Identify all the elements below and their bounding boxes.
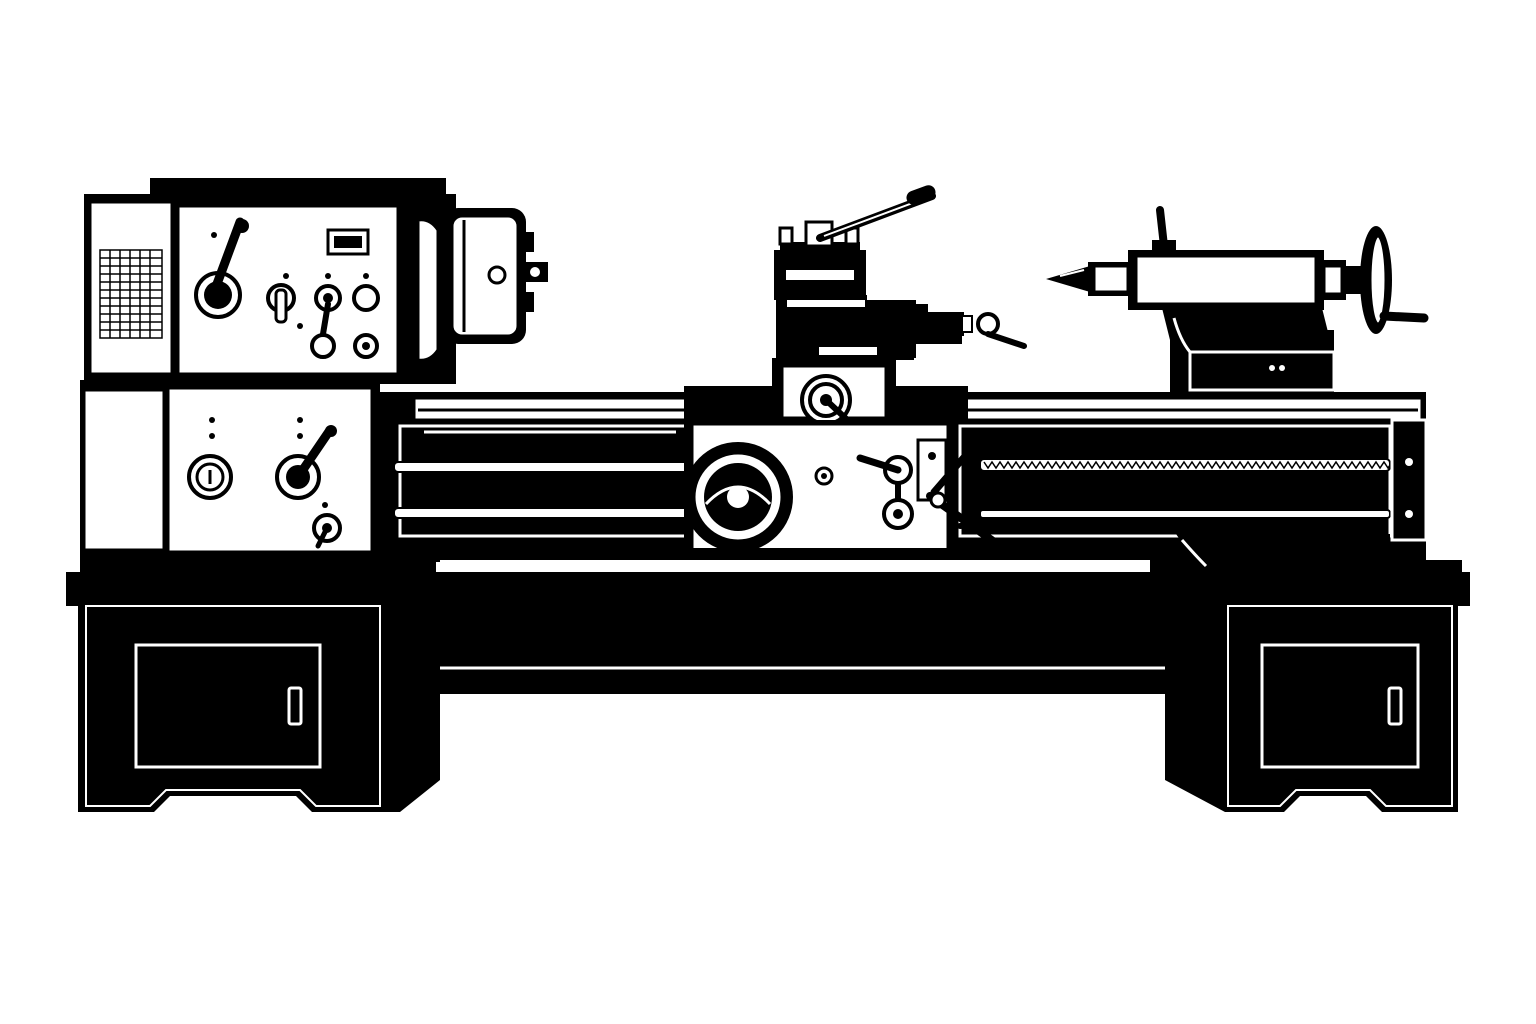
tool-post-handle-grip [906, 185, 936, 205]
display-window-inner [334, 236, 362, 248]
indicator-dot-1 [211, 232, 217, 238]
compound-screw-cap [961, 315, 973, 333]
indicator-dot-4 [363, 273, 369, 279]
tailstock-quill-face [1092, 264, 1130, 294]
right-cabinet [1165, 600, 1458, 812]
compound-handle [985, 331, 1027, 349]
end-bracket [1390, 418, 1428, 542]
live-center-highlight [1059, 269, 1085, 277]
tailstock-rear-hub-face [1322, 264, 1344, 296]
left-bed-foot [372, 540, 440, 562]
apron-handwheel-spoke [704, 485, 772, 506]
tool-post-handle-inner [823, 197, 927, 237]
gearbox-side-panel [82, 388, 166, 552]
right-bed-foot [1176, 534, 1390, 568]
gearbox-dot-3 [297, 417, 303, 423]
lead-screw-threads [983, 460, 1425, 470]
compound-screw [920, 312, 964, 336]
headstock [80, 178, 456, 560]
chuck-center [530, 267, 540, 277]
left-cabinet-door [134, 643, 322, 769]
spindle-and-chuck [400, 208, 548, 376]
half-nut-lever-pivot [929, 491, 947, 509]
apron-base [684, 548, 956, 560]
speed-chart [99, 249, 163, 339]
indicator-dot-5 [297, 323, 303, 329]
left-door-handle [287, 686, 303, 726]
chuck-key-socket-icon [487, 265, 507, 285]
gearbox-dot-2 [209, 433, 215, 439]
chuck-face [450, 214, 520, 338]
live-center [1046, 266, 1090, 292]
spindle-flange [416, 218, 440, 362]
tool-post-screw-1 [778, 226, 794, 246]
tailstock-lock-base [1152, 240, 1176, 252]
speed-lever-arm [209, 217, 245, 297]
indicator-dot-2 [283, 273, 289, 279]
bed-channel-left [398, 424, 692, 538]
speed-lever-knob-icon [235, 219, 249, 233]
right-bed-foot-highlight [1180, 539, 1208, 568]
rod-handle [957, 517, 1055, 529]
tailstock-bolt-1 [1269, 365, 1275, 371]
feed-lever-arm-1 [856, 454, 902, 474]
tailstock [1046, 206, 1429, 392]
gearbox-dot-5 [322, 502, 328, 508]
left-cabinet-outline [85, 605, 381, 807]
compound-base-window [817, 345, 879, 357]
selector-knob-2-center [323, 293, 333, 303]
left-plinth [80, 558, 436, 580]
right-cabinet-outline [1227, 605, 1453, 807]
end-bracket-bolt-bottom [1405, 510, 1413, 518]
tool-post-slot [786, 270, 854, 280]
end-bracket-bolt-top [1405, 458, 1413, 466]
gearbox-dot-4 [297, 433, 303, 439]
tailstock-bolt-2 [1279, 365, 1285, 371]
engage-lever [930, 444, 976, 496]
tailstock-body-face [1134, 254, 1318, 306]
lead-screw-left [393, 461, 691, 473]
tailstock-base-panel [1188, 350, 1336, 392]
carriage [683, 358, 1055, 560]
selector-lever-2-knob [310, 333, 336, 359]
bridge-beam [380, 600, 1230, 694]
thread-lever-arm [293, 425, 335, 482]
cross-slide-handwheel-ring [808, 382, 844, 418]
bed-supports [372, 534, 1390, 568]
selector-knob-3 [352, 284, 380, 312]
half-nut-bracket-bolt [928, 452, 936, 460]
thread-lever-knob-icon [325, 425, 337, 437]
left-cabinet [78, 600, 440, 812]
tailstock-handwheel-handle [1379, 311, 1429, 323]
right-door-handle [1387, 686, 1403, 726]
selector-knob-4-center [362, 342, 370, 350]
apron-handwheel-hub [727, 486, 749, 508]
gearbox-knob-bottom-stem [315, 525, 330, 549]
gearbox-dot-1 [209, 417, 215, 423]
feed-rod-left [393, 507, 691, 519]
compound-rest-face [868, 304, 928, 342]
tool-post-assembly [774, 185, 1027, 360]
tailstock-neck-left [1172, 317, 1192, 353]
feed-lever-hub-2-center [893, 509, 903, 519]
indicator-dot-3 [325, 273, 331, 279]
feed-rod-right [979, 509, 1391, 519]
lathe-bed [372, 392, 1428, 560]
compound-handwheel [976, 312, 1000, 336]
right-cabinet-door [1260, 643, 1420, 769]
tailstock-handwheel-face [1368, 234, 1388, 326]
apron-small-knob-center [821, 473, 827, 479]
selector-knob-1-pointer [274, 288, 288, 324]
